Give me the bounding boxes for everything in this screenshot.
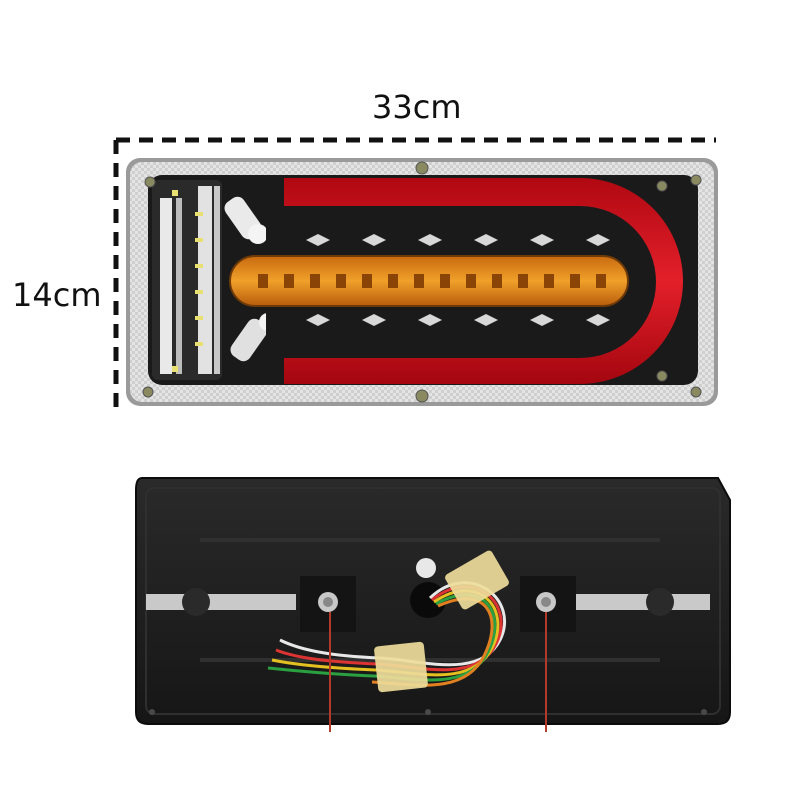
led-row-bottom: [306, 314, 610, 326]
pointer-lines: [329, 612, 547, 732]
red-brake-lens: [268, 178, 683, 384]
reverse-light-section: [152, 180, 222, 380]
bolt-icon: [536, 592, 556, 612]
tail-light-front: [126, 158, 718, 406]
mounting-slot-left: [146, 588, 296, 616]
mounting-slot-right: [570, 588, 710, 616]
brand-sticker: [416, 558, 436, 578]
bulb-icon: [224, 196, 268, 244]
amber-indicator-bar: [229, 255, 629, 307]
width-dimension-label: 33cm: [372, 88, 462, 126]
tail-light-back: [135, 477, 731, 725]
led-row-top: [306, 234, 610, 246]
height-dimension-label: 14cm: [12, 276, 102, 314]
screw-icon: [142, 161, 702, 403]
bolt-icon: [318, 592, 338, 612]
tape-piece: [445, 550, 509, 610]
dimension-lines: [113, 137, 716, 414]
amber-led-chips: [258, 274, 606, 288]
tape-piece: [374, 641, 428, 693]
